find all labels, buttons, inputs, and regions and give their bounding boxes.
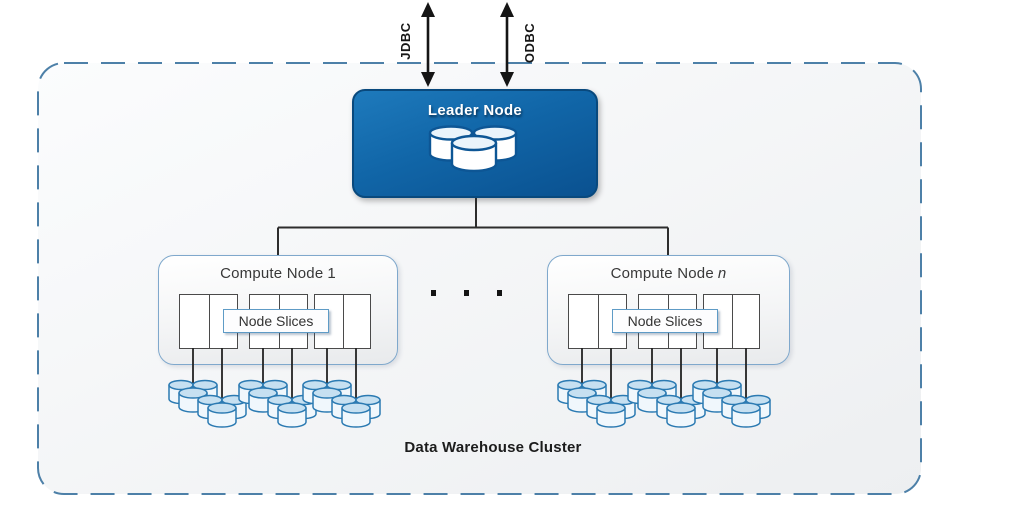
slice-divider [597, 295, 599, 348]
slice-divider [208, 295, 210, 348]
jdbc-label: JDBC [398, 22, 413, 60]
node-1-slice-pair-3 [314, 294, 371, 349]
leader-node-label: Leader Node [427, 102, 523, 119]
compute-node-n-label-prefix: Compute Node [610, 265, 714, 282]
node-n-slices-label: Node Slices [612, 309, 718, 333]
compute-node-1-label-prefix: Compute Node [220, 265, 324, 282]
slice-divider [342, 295, 344, 348]
compute-node-1-number: 1 [327, 265, 336, 282]
odbc-label: ODBC [522, 22, 537, 64]
database-stack-icon [428, 125, 518, 173]
compute-node-n-number: n [717, 265, 727, 282]
diagram-title: Data Warehouse Cluster [404, 439, 582, 456]
node-1-slices-label: Node Slices [223, 309, 329, 333]
slice-divider [731, 295, 733, 348]
leader-node-box: Leader Node [352, 89, 598, 198]
